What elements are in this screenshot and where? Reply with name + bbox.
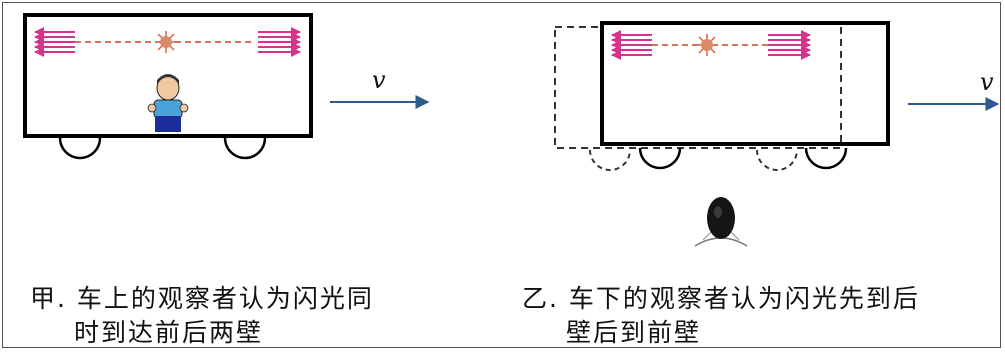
caption-b-line1: 乙. 车下的观察者认为闪光先到后 bbox=[522, 284, 920, 313]
caption-a: 甲. 车上的观察者认为闪光同 时到达前后两壁 bbox=[30, 282, 374, 350]
velocity-label-b: v bbox=[980, 68, 994, 96]
scene-b: v bbox=[554, 21, 1000, 247]
velocity-label-a: v bbox=[372, 66, 386, 94]
train-car-b bbox=[600, 21, 890, 146]
caption-b: 乙. 车下的观察者认为闪光先到后 壁后到前壁 bbox=[522, 282, 920, 350]
caption-a-line2: 时到达前后两壁 bbox=[74, 318, 264, 347]
train-car-a bbox=[23, 13, 313, 138]
scene-a: v bbox=[23, 13, 430, 160]
figure-frame bbox=[2, 2, 1001, 348]
wheel-a-front bbox=[223, 137, 267, 160]
flash-icon bbox=[696, 34, 718, 56]
observer-icon bbox=[147, 74, 189, 132]
flash-icon bbox=[155, 31, 177, 53]
wheel-b-rear-previous bbox=[589, 149, 631, 171]
caption-b-line2: 壁后到前壁 bbox=[566, 318, 702, 347]
wheel-b-front-previous bbox=[756, 149, 798, 171]
observer-icon bbox=[694, 197, 748, 247]
wheel-a-rear bbox=[58, 137, 102, 160]
caption-a-line1: 甲. 车上的观察者认为闪光同 bbox=[30, 284, 374, 313]
wheel-b-front bbox=[804, 147, 848, 170]
light-rays-left-b bbox=[611, 30, 652, 60]
light-rays-left-a bbox=[34, 27, 75, 57]
wheel-b-rear bbox=[638, 147, 682, 170]
light-rays-right-b bbox=[768, 30, 811, 60]
light-rays-right-a bbox=[258, 27, 301, 57]
